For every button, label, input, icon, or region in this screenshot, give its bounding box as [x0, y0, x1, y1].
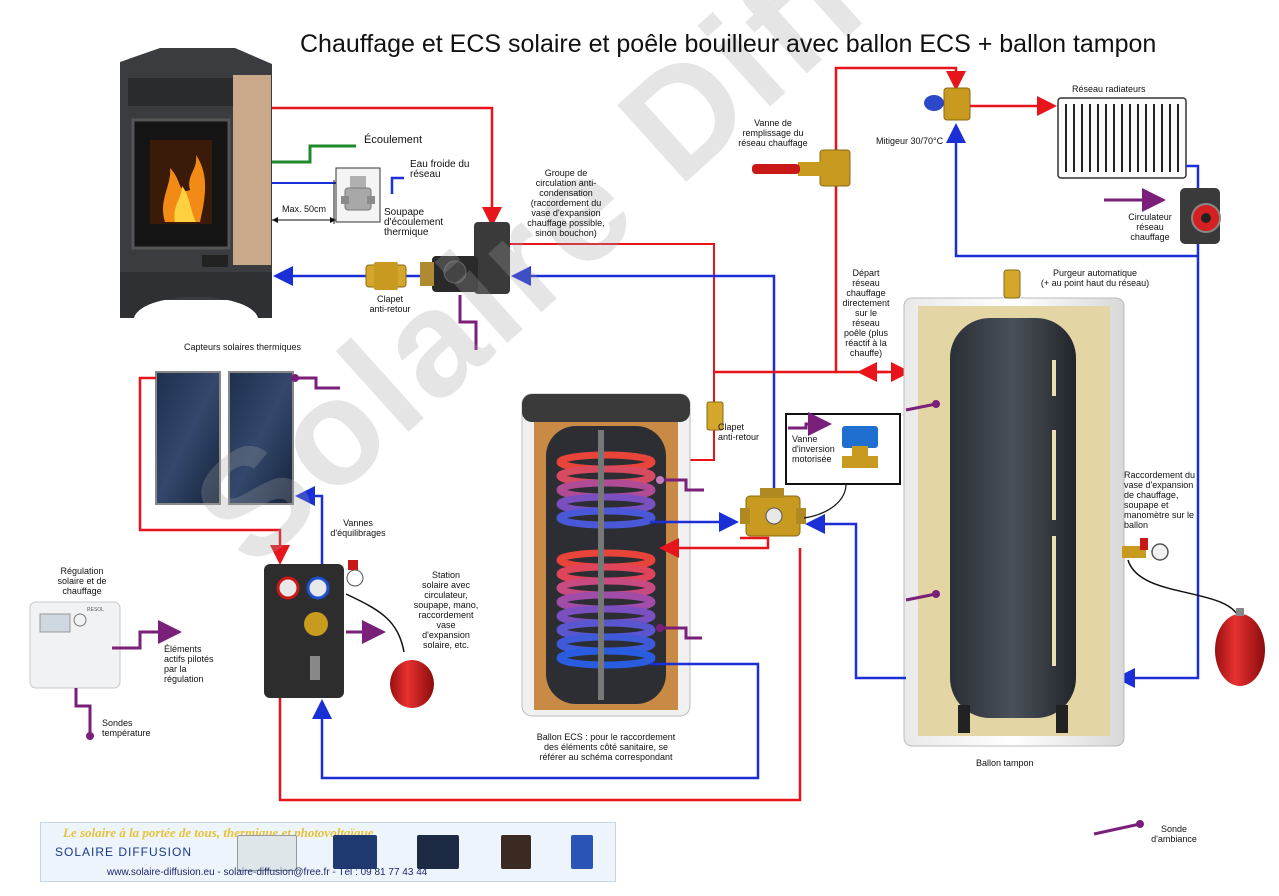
label-capteurs: Capteurs solaires thermiques: [184, 342, 302, 352]
label-max-distance: Max. 50cm: [282, 204, 327, 214]
motorized-diverter-valve: [740, 488, 806, 537]
thermal-discharge-valve: [335, 167, 381, 223]
solar-controller: [29, 601, 121, 689]
banner-brand: SOLAIRE DIFFUSION: [55, 845, 193, 859]
banner-contact: www.solaire-diffusion.eu - solaire-diffu…: [107, 867, 428, 878]
dhw-lower-coil: [556, 549, 656, 669]
thumb-solar-panel: [333, 835, 377, 869]
check-valve-2: [706, 401, 724, 431]
footer-banner: Le solaire à la portée de tous, thermiqu…: [40, 822, 616, 882]
anti-condensation-pump-group: [420, 222, 510, 294]
radiator: [1057, 97, 1187, 179]
thumb-stove: [501, 835, 531, 869]
solar-gauge: [346, 560, 364, 587]
heating-expansion-set: [1122, 538, 1169, 561]
buffer-tank: [903, 297, 1125, 747]
heating-circulator: [1180, 188, 1221, 244]
label-mitigeur: Mitigeur 30/70°C: [876, 136, 944, 146]
solar-expansion-vessel: [390, 660, 434, 708]
auto-air-vent: [1003, 269, 1021, 299]
thumb-thermal-collector: [417, 835, 459, 869]
wood-stove: [120, 48, 272, 318]
banner-slogan: Le solaire à la portée de tous, thermiqu…: [63, 825, 377, 840]
fill-valve: [752, 149, 851, 187]
label-ecoulement: Écoulement: [364, 134, 423, 146]
page-title: Chauffage et ECS solaire et poêle bouill…: [300, 30, 1157, 58]
check-valve-1: [365, 262, 407, 290]
solar-pump-station: [264, 564, 344, 698]
thermostatic-mixer: [924, 87, 971, 121]
label-reseau-radiateurs: Réseau radiateurs: [1072, 84, 1146, 94]
label-purgeur: Purgeur automatique(+ au point haut du r…: [1040, 268, 1150, 288]
thumb-boiler: [571, 835, 593, 869]
label-ballon-tampon: Ballon tampon: [976, 758, 1034, 768]
heating-expansion-vessel: [1215, 608, 1265, 686]
thumb-controller: [237, 835, 297, 871]
dhw-upper-coil: [556, 451, 656, 529]
controller-brand: RESOL: [87, 607, 104, 613]
solar-collectors: [155, 371, 294, 505]
